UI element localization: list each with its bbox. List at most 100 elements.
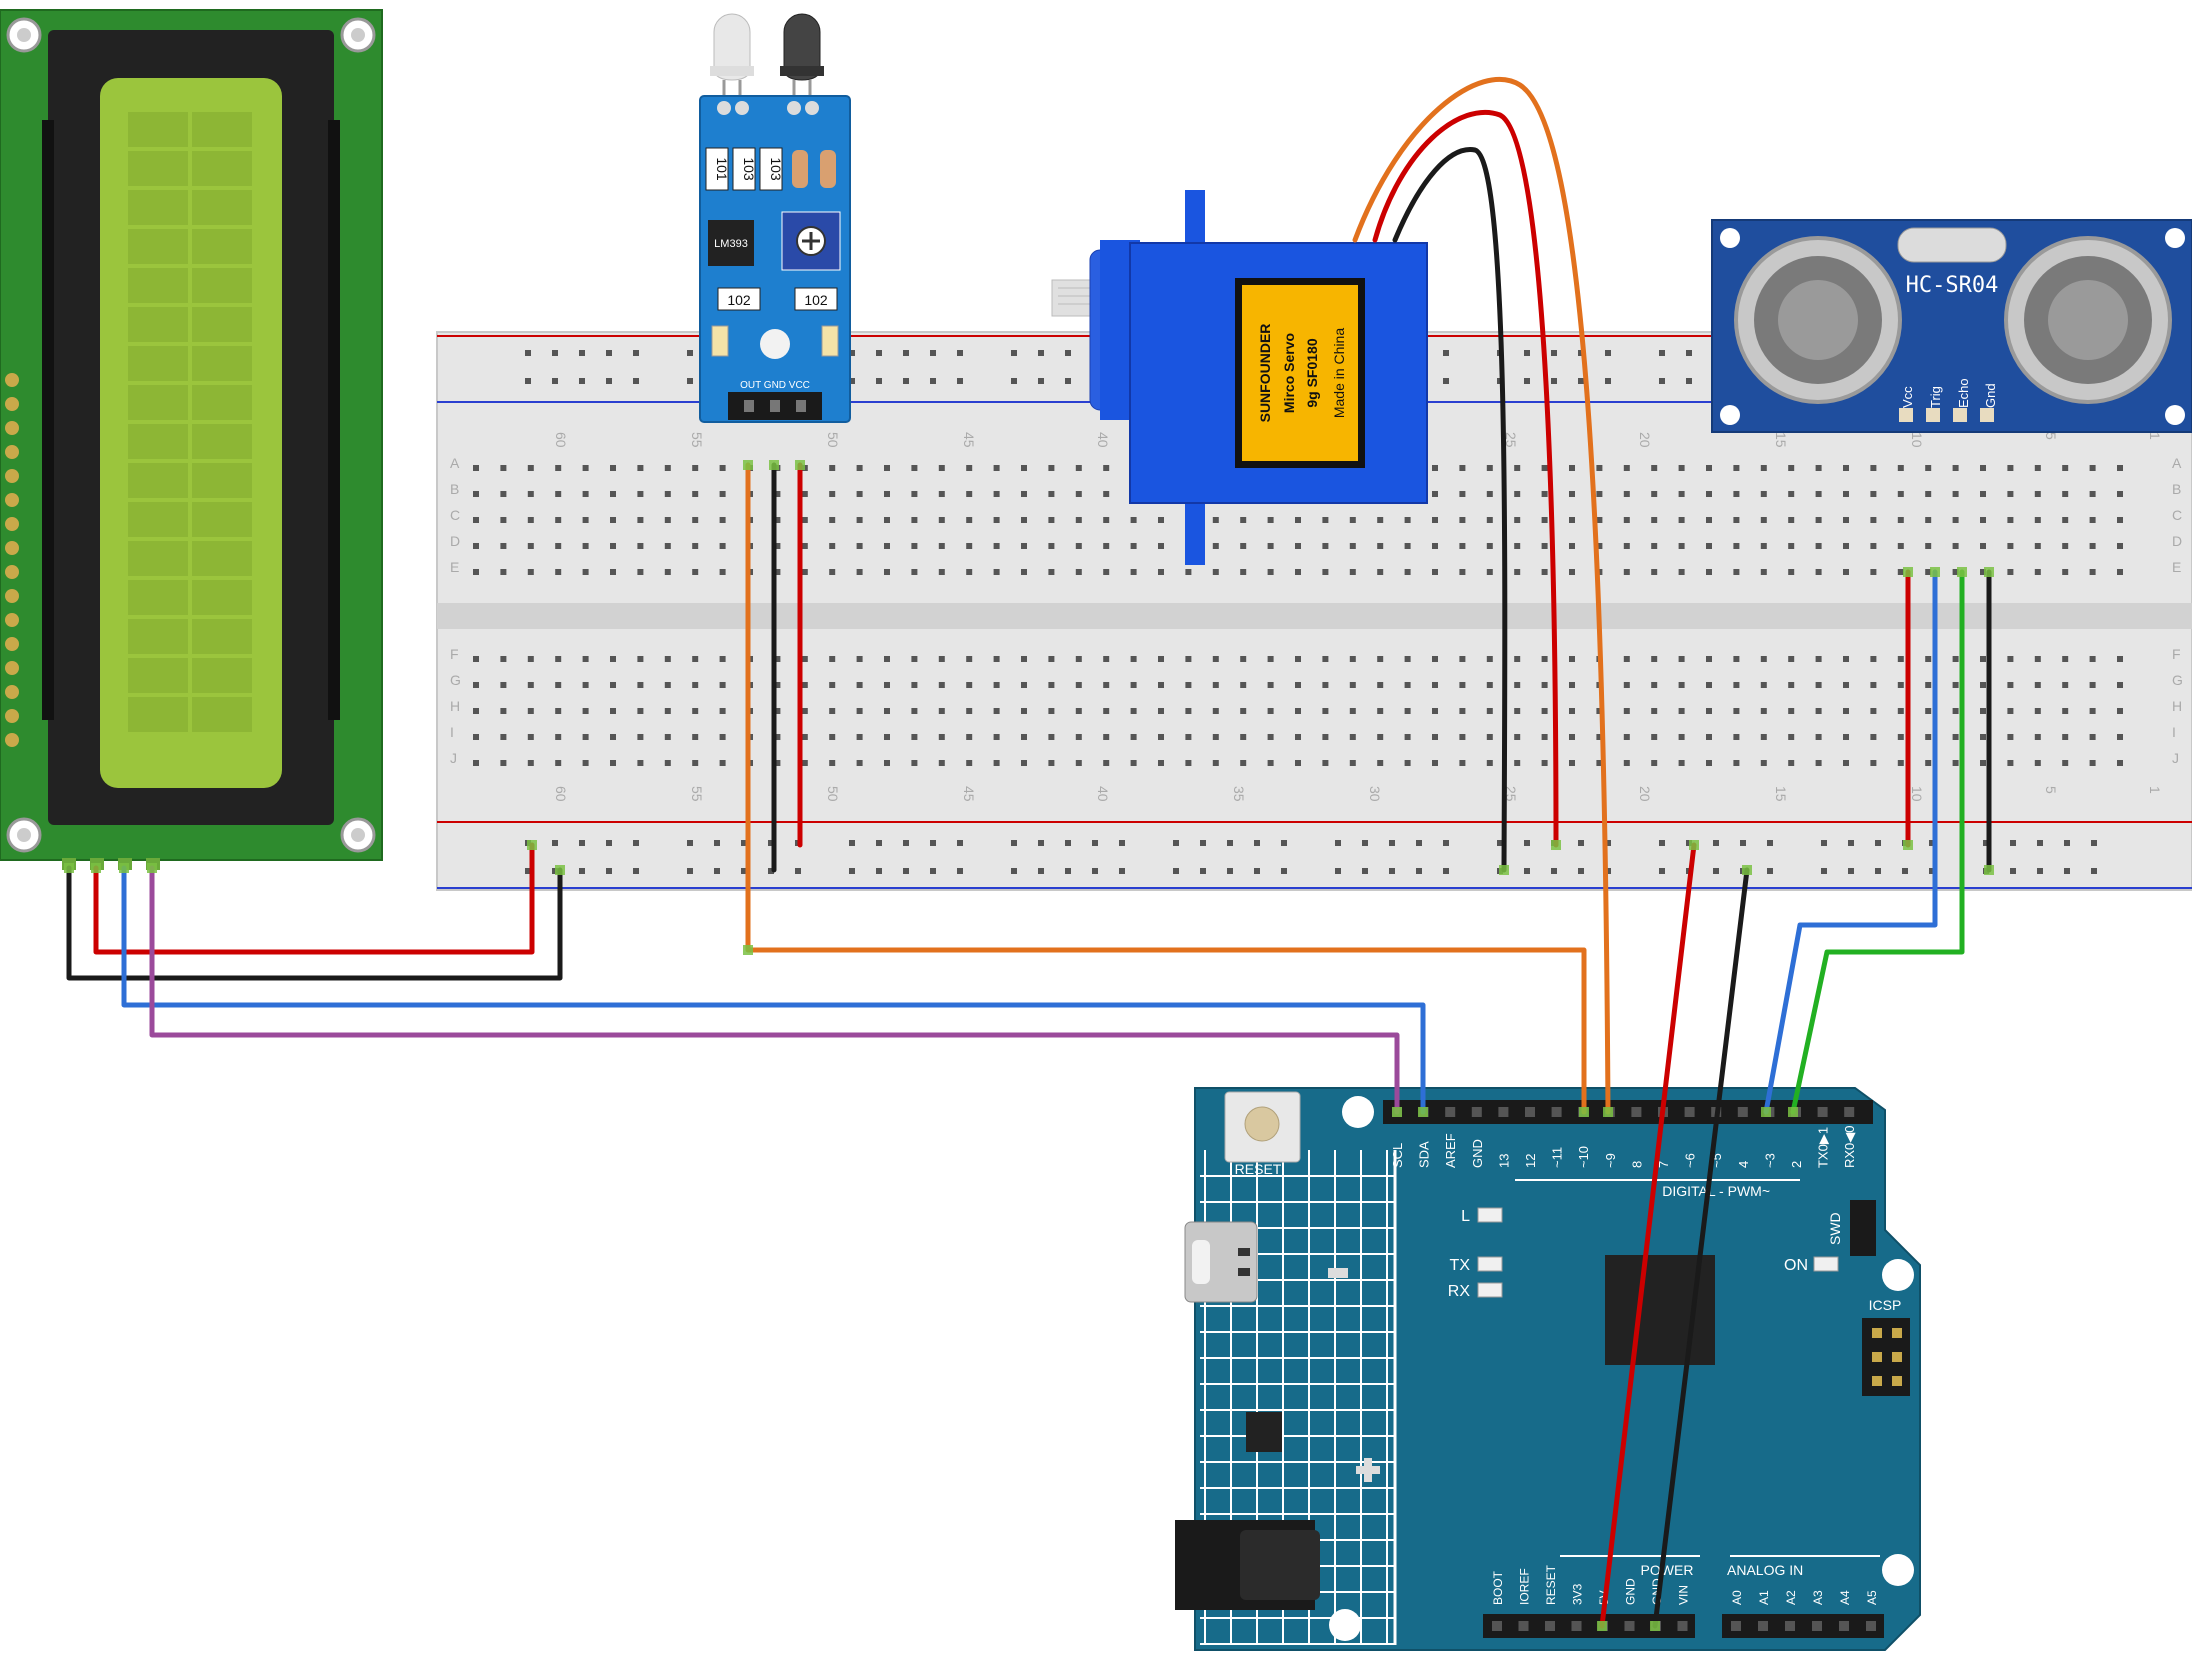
breadboard-hole [1377,656,1384,662]
breadboard-hole [1404,543,1411,549]
usb-port-pin [1238,1248,1250,1256]
breadboard-hole [1952,682,1959,688]
breadboard-hole [1541,465,1548,471]
rail-hole [552,350,558,356]
breadboard-hole [2089,491,2096,497]
rail-hole [957,350,963,356]
breadboard-hole [1295,517,1301,523]
breadboard-hole [527,708,534,714]
rail-hole [903,868,909,874]
wire-end [1551,840,1561,850]
resistor-label: 101 [714,157,730,181]
breadboard-hole [527,517,534,523]
breadboard-hole [1240,569,1247,575]
lcd-char-cell [128,502,188,537]
breadboard-hole [473,708,479,714]
column-number: 60 [553,786,569,802]
breadboard-hole [829,465,836,471]
breadboard-hole [664,465,671,471]
breadboard-hole [1706,491,1712,497]
breadboard-hole [1925,491,1932,497]
breadboard-hole [1295,708,1301,714]
rail-hole [633,378,639,384]
breadboard-hole [500,543,507,549]
lcd-char-cell [128,541,188,576]
lcd-pad [5,637,19,651]
rail-hole [1011,378,1017,384]
rail-hole [957,840,963,846]
breadboard-hole [2034,760,2041,766]
breadboard-hole [1377,708,1384,714]
breadboard-hole [692,517,699,523]
breadboard-hole [2089,543,2096,549]
breadboard-hole [993,708,1000,714]
breadboard-hole [1623,543,1630,549]
breadboard-hole [1788,708,1795,714]
breadboard-hole [555,682,562,688]
rail-hole [1524,868,1530,874]
rail-hole [1740,840,1746,846]
breadboard-hole [1240,543,1247,549]
wire-lcd-gnd [66,865,563,981]
header-pin-label: 7 [1656,1161,1671,1168]
breadboard-hole [938,760,945,766]
breadboard-hole [610,656,616,662]
breadboard-hole [2034,569,2041,575]
header-pin [1525,1107,1535,1117]
breadboard-hole [1459,543,1466,549]
breadboard-hole [2007,543,2014,549]
rail-hole [2064,840,2070,846]
breadboard-hole [1486,517,1493,523]
column-number: 45 [961,786,977,802]
breadboard-hole [1678,465,1685,471]
breadboard-hole [1377,543,1384,549]
breadboard-hole [1185,569,1192,575]
breadboard-hole [1212,682,1219,688]
breadboard-hole [1870,734,1877,740]
wire-end [1984,567,1994,577]
power-label: POWER [1641,1562,1694,1578]
breadboard-hole [1103,656,1110,662]
breadboard-hole [2062,682,2069,688]
breadboard-hole [938,517,945,523]
breadboard-hole [1267,760,1274,766]
breadboard-hole [1404,760,1411,766]
reset-button-cap[interactable] [1244,1106,1280,1142]
lcd-char-cell [192,268,252,303]
header-pin [1631,1107,1642,1117]
breadboard-hole [582,543,589,549]
breadboard-hole [1021,708,1027,714]
rail-hole [525,350,531,356]
breadboard-hole [1322,543,1329,549]
lcd-pad [5,661,19,675]
breadboard-hole [1432,517,1438,523]
breadboard-hole [2117,465,2123,471]
breadboard-hole [2007,656,2014,662]
breadboard-hole [829,569,836,575]
breadboard-hole [829,708,836,714]
rail-hole [1416,840,1422,846]
breadboard-hole [582,491,589,497]
wire-end [1984,865,1994,875]
breadboard-hole [1103,708,1110,714]
transducer-center [1778,280,1858,360]
lcd-char-cell [128,151,188,186]
column-number: 40 [1095,786,1111,802]
breadboard-hole [555,656,562,662]
breadboard-hole [1980,682,1986,688]
ultrasonic-pin [1899,408,1913,422]
analog-label: ANALOG IN [1727,1562,1803,1578]
mount-hole [1882,1554,1914,1586]
mount-hole [1720,405,1740,425]
breadboard-hole [1212,734,1219,740]
breadboard-hole [2007,569,2014,575]
breadboard-hole [1103,734,1110,740]
rail-hole [1443,868,1449,874]
breadboard-hole [1623,656,1630,662]
breadboard-hole [1322,517,1329,523]
rail-hole [1389,868,1395,874]
analog-pin-label: A2 [1784,1590,1798,1605]
breadboard-hole [1678,656,1685,662]
wire-lcd-scl [149,865,1400,1115]
lcd-pad [5,421,19,435]
